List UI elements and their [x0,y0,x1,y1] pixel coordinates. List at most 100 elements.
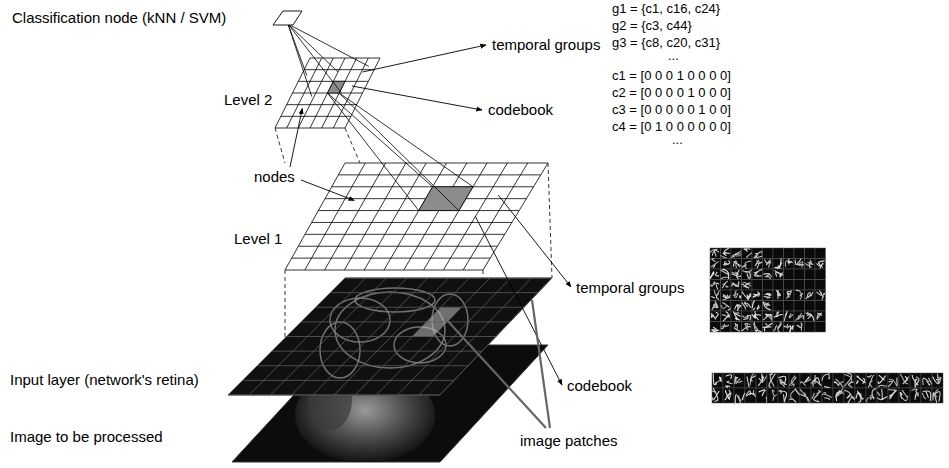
codebook-feature [899,373,910,388]
codebook-feature-stroke [813,380,822,386]
codebook-feature-stroke [759,376,767,382]
input-gridline [243,380,454,381]
group-feature [815,280,826,291]
codebook-feature [822,388,833,403]
codebook-feature [932,373,943,388]
input-gridline [257,365,468,366]
level-2-gridline [304,69,374,70]
codebook-feature [723,373,734,388]
group-feature [752,248,763,259]
codebook-feature-stroke [791,384,794,386]
codebook-feature-stroke [726,375,732,379]
group-feature-stroke [763,326,771,328]
input-gridline [272,351,482,352]
group-feature [784,322,795,333]
group-feature [742,259,753,270]
group-feature-stroke [734,261,741,265]
codebook-entry: c1 = [0 0 0 1 0 0 0 0] [612,69,731,84]
codebook-feature-stroke [814,375,815,384]
codebook-feature-stroke [750,376,755,382]
group-feature [805,290,816,301]
group-feature [721,322,732,333]
temporal-groups-thumbnail [710,248,826,332]
group-feature [794,322,805,333]
group-feature [794,248,805,259]
codebook-feature-stroke [737,379,742,383]
group-feature-stroke [775,265,780,267]
group-feature-stroke [713,330,720,332]
codebook-feature-stroke [822,374,830,381]
codebook-feature [932,388,943,403]
level-1-gridline [404,163,467,270]
group-feature-stroke [737,270,740,280]
group-feature [710,301,721,312]
group-feature [794,301,805,312]
group-feature [721,259,732,270]
level-1-grid [285,163,548,270]
group-feature-stroke [727,315,730,317]
group-feature-stroke [817,313,822,319]
patch-leader [532,300,550,428]
codebook-feature-stroke [878,376,886,384]
codebook-feature-stroke [791,389,797,399]
codebook-feature-stroke [726,393,731,399]
projection-line [275,128,285,163]
group-feature [710,269,721,280]
group-feature [773,311,784,322]
codebook-feature [767,373,778,388]
group-feature-stroke [742,303,745,310]
codebook-feature [866,388,877,403]
codebook-feature-stroke [926,392,928,398]
fan-line [288,24,342,93]
codebook-feature-stroke [917,393,918,397]
leader-arrow [475,217,562,386]
group-feature [815,269,826,280]
codebook-feature [745,388,756,403]
codebook-feature-stroke [915,392,917,400]
group-feature-stroke [712,251,716,256]
group-feature [731,248,742,259]
group-feature [742,322,753,333]
group-feature-stroke [721,277,729,279]
codebook-feature-stroke [726,386,731,388]
codebook-feature-stroke [888,381,892,386]
group-feature-stroke [763,302,770,305]
group-feature [752,259,763,270]
group-feature-stroke [710,272,714,279]
codebook-feature [756,388,767,403]
group-feature [763,269,774,280]
patch-leader [445,318,546,428]
group-feature [731,280,742,291]
level-1-gridline [338,174,540,175]
codebook-feature [877,388,888,403]
codebook-feature-stroke [849,382,854,388]
group-feature-stroke [773,325,776,331]
codebook-feature-stroke [888,389,894,391]
group-feature-stroke [735,323,738,326]
group-feature [763,301,774,312]
group-feature [805,269,816,280]
group-feature-stroke [733,254,741,257]
group-feature-stroke [742,316,744,317]
group-feature [815,301,826,312]
group-feature-stroke [742,266,745,268]
group-feature-stroke [798,262,803,268]
group-feature-stroke [716,283,719,289]
level-1-gridline [424,163,488,270]
group-feature-stroke [764,296,771,298]
codebook-feature-stroke [769,373,773,375]
group-feature-stroke [754,275,759,276]
group-feature [742,280,753,291]
codebook-feature-stroke [933,392,940,402]
group-feature-stroke [765,277,771,279]
fan-line [288,24,338,72]
temporal-groups-label: temporal groups [492,36,600,53]
codebook-feature-stroke [824,392,826,393]
group-feature-stroke [735,291,736,298]
group-feature [763,248,774,259]
edge-picture [355,288,435,312]
group-feature-stroke [801,325,803,326]
codebook-feature [866,373,877,388]
level-label: Level 1 [234,230,282,247]
